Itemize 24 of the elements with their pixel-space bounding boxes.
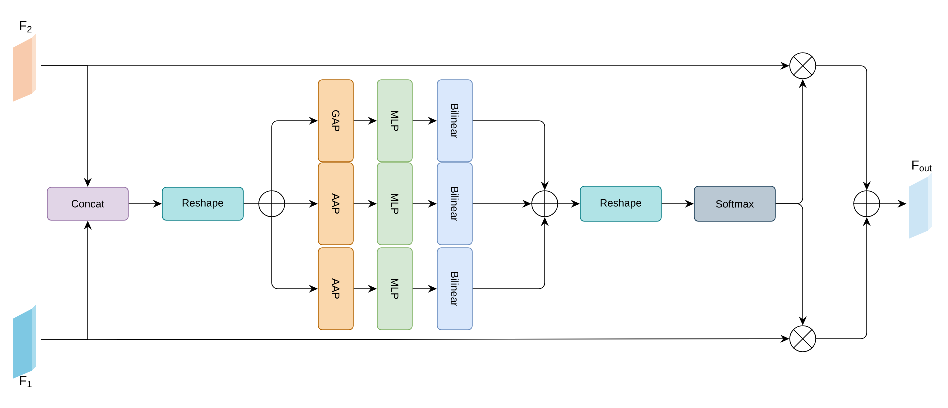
feature-map-block: F$_{1}$ [13, 305, 36, 388]
process-box: GAP [318, 80, 354, 162]
add-operator [531, 190, 559, 218]
node-label: F$_{out}$ [912, 160, 932, 172]
add-operator [258, 190, 286, 218]
multiply-operator [790, 52, 816, 80]
process-box: Reshape [580, 186, 662, 222]
process-box: Bilinear [437, 162, 473, 246]
process-box: Bilinear [437, 248, 473, 330]
process-box: Concat [47, 187, 129, 221]
feature-map-block: F$_{2}$ [13, 22, 36, 102]
process-box: MLP [377, 80, 413, 162]
process-box: Softmax [694, 186, 776, 222]
process-box: AAP [318, 248, 354, 330]
add-operator [853, 190, 881, 218]
process-box: Bilinear [437, 80, 473, 162]
node-label: 1 [28, 381, 32, 388]
process-box: MLP [377, 248, 413, 330]
process-box: AAP [318, 162, 354, 246]
feature-map-block: F$_{out}$ [909, 160, 932, 239]
process-box: Reshape [162, 187, 244, 221]
process-box: MLP [377, 162, 413, 246]
multiply-operator [790, 326, 816, 352]
node-label: F$_{2}$ [20, 21, 32, 33]
